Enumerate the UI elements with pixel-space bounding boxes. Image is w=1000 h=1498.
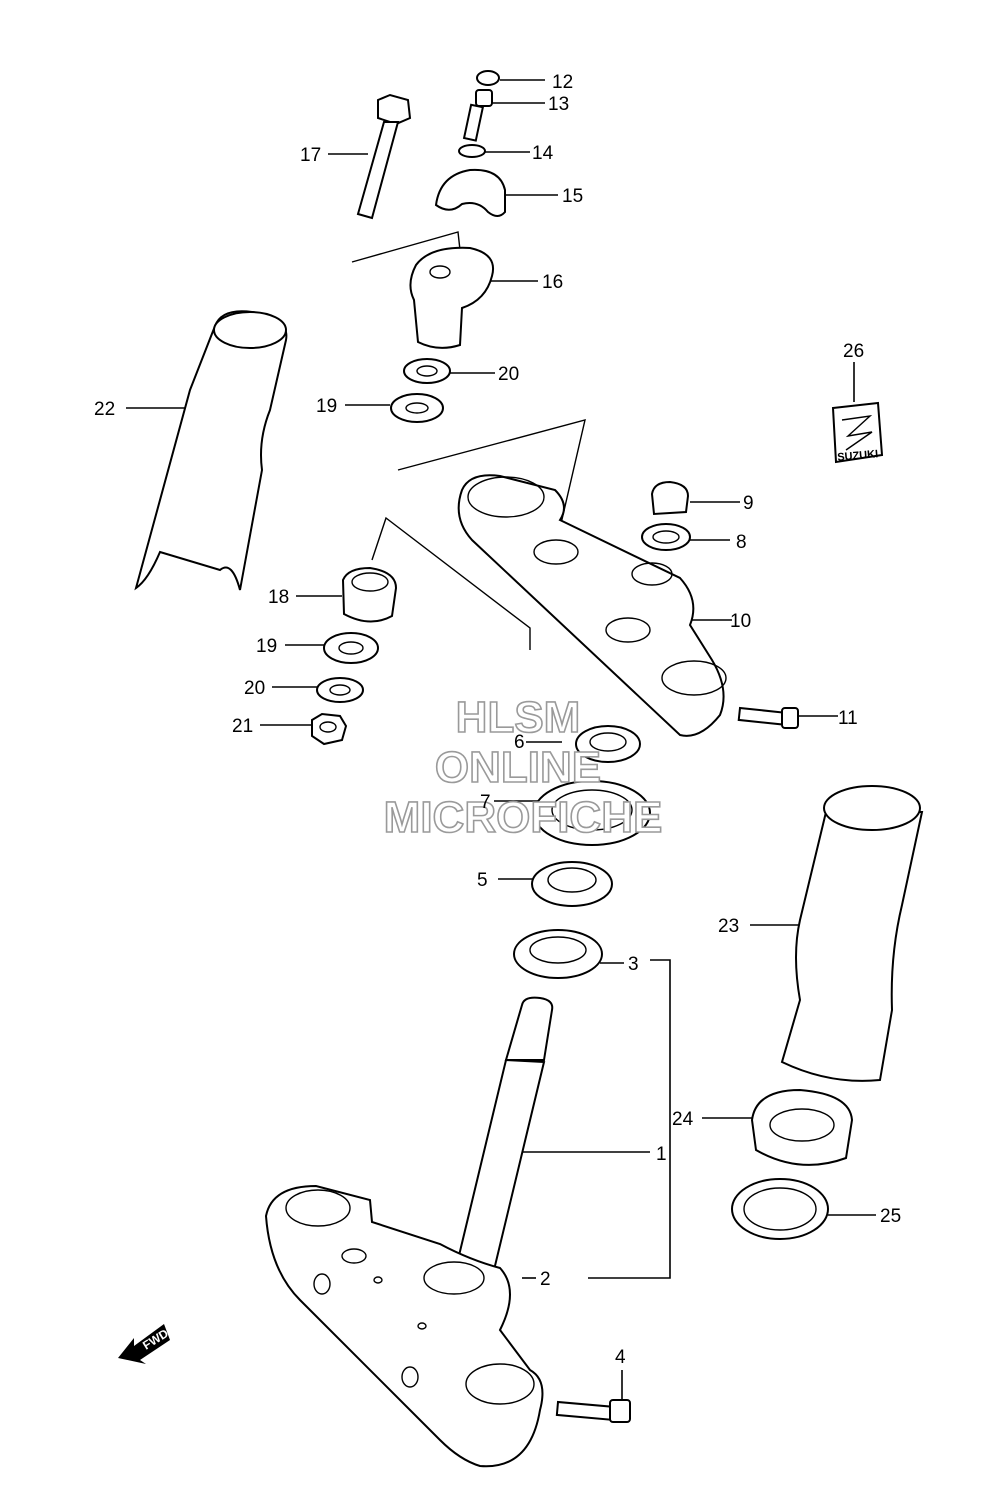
callout-2: 2 [540,1269,551,1290]
callout-20-upper: 20 [498,364,519,385]
watermark-line-3: MICROFICHE [384,793,663,842]
callout-19-lower: 19 [256,636,277,657]
callout-15: 15 [562,186,583,207]
part-12-cap [476,70,500,86]
callout-7: 7 [480,792,491,813]
callout-8: 8 [736,532,747,553]
callout-13: 13 [548,94,569,115]
part-3-bearing [513,929,603,979]
callout-1: 1 [656,1144,667,1165]
callout-9: 9 [743,493,754,514]
part-21-nut [311,712,348,746]
part-6-steering-stem-nut [575,725,641,763]
part-10-steering-stem-upper-bracket [457,474,727,737]
watermark-line-2: ONLINE [435,743,601,792]
callout-24: 24 [672,1109,694,1130]
callout-5: 5 [477,870,488,891]
part-26-suzuki-emblem [831,401,884,464]
part-4-bolt [555,1399,631,1423]
callout-4: 4 [615,1347,626,1368]
watermark: HLSM ONLINE MICROFICHE [383,692,663,843]
part-23-fork-cover-right [780,785,924,1082]
part-14-washer [458,144,486,158]
callout-20-lower: 20 [244,678,265,699]
logo-label: SUZUKI [837,448,879,464]
part-1-steering-stem-lower-bracket [264,996,554,1468]
part-13-bolt [462,89,493,142]
callout-23: 23 [718,916,739,937]
callout-26: 26 [843,341,864,362]
callout-22: 22 [94,399,115,420]
part-8-washer [641,523,691,551]
callout-labels: 12 13 14 15 17 16 20 19 22 26 9 8 10 11 … [94,72,901,1368]
callout-3: 3 [628,954,639,975]
part-16-handlebar-holder [409,246,494,349]
part-15-handlebar-holder-cap [434,168,506,217]
part-18-spacer [341,566,398,623]
part-20-washer [403,358,451,384]
callout-6: 6 [514,732,525,753]
part-25-washer [731,1178,829,1240]
callout-14: 14 [532,143,554,164]
part-5-bearing [531,861,613,907]
callout-21: 21 [232,716,253,737]
part-22-fork-cover-left [134,310,288,591]
part-11-bolt [737,706,799,729]
part-20-washer-lower [316,677,364,703]
part-7-dust-seal [533,780,651,846]
part-24-stem-nut [750,1088,854,1166]
part-19-washer [390,393,444,423]
callout-18: 18 [268,587,289,608]
callout-12: 12 [552,72,573,93]
callout-11: 11 [838,708,858,729]
part-17-bolt [356,93,412,220]
watermark-line-1: HLSM [456,693,581,742]
callout-25: 25 [880,1206,901,1227]
callout-17: 17 [300,145,321,166]
part-9-cap-nut [650,480,690,516]
part-19-washer-lower [323,632,379,664]
callout-16: 16 [542,272,563,293]
fwd-arrow-icon: FWD [118,1324,171,1364]
callout-19-upper: 19 [316,396,337,417]
callout-10: 10 [730,611,751,632]
